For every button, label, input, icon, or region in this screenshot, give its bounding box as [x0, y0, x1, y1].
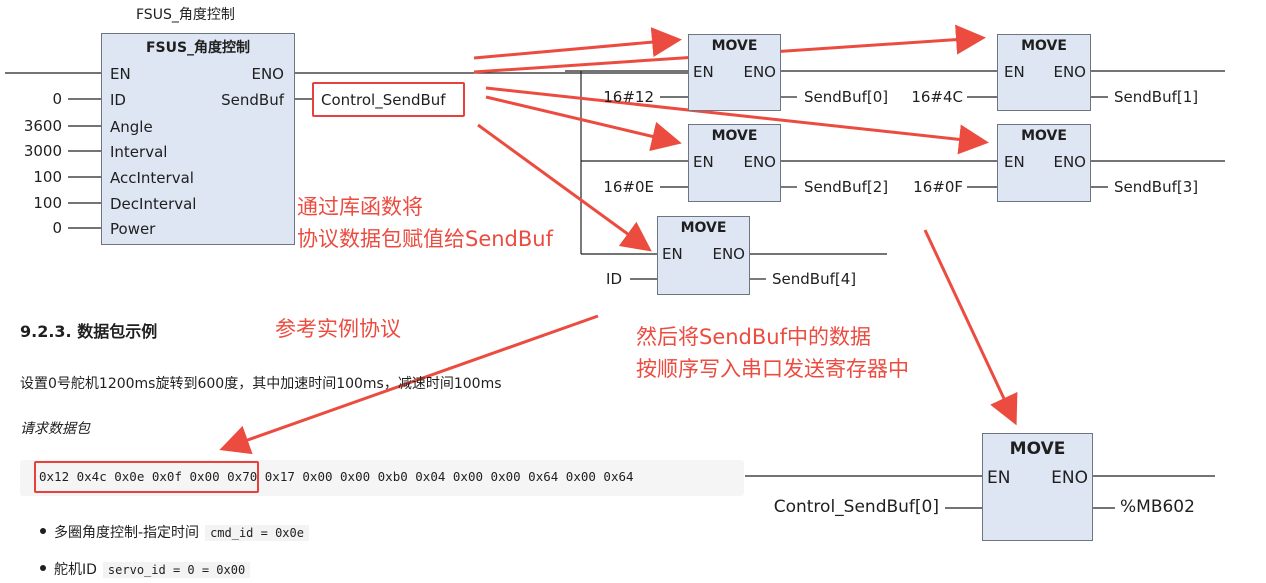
description-paragraph: 设置0号舵机1200ms旋转到600度，其中加速时间100ms，减速时间100m…: [20, 376, 502, 392]
input-value-power[interactable]: 0: [52, 219, 62, 237]
move2-input[interactable]: 16#4C: [911, 88, 963, 106]
note-write-serial-line1: 然后将SendBuf中的数据: [636, 325, 871, 349]
bullet-dot: [40, 565, 46, 571]
pin-angle: Angle: [110, 118, 153, 136]
pin-en: EN: [110, 65, 131, 83]
move-title: MOVE: [711, 128, 758, 144]
move-pin-eno: ENO: [743, 153, 776, 171]
bullet-text: 多圈角度控制-指定时间: [54, 525, 200, 541]
move3-input[interactable]: 16#0E: [603, 178, 654, 196]
move-block-1[interactable]: MOVE EN ENO: [688, 34, 781, 111]
pin-power: Power: [110, 220, 156, 238]
move-pin-eno: ENO: [712, 245, 745, 263]
note-library-assign-line1: 通过库函数将: [297, 195, 423, 219]
list-item: 舵机ID servo_id = 0 = 0x00: [40, 559, 251, 579]
arrow-to-bottom-move: [923, 229, 1018, 426]
input-value-accinterval[interactable]: 100: [33, 168, 62, 186]
block-instance-name: FSUS_角度控制: [136, 7, 235, 23]
move-block-bottom[interactable]: MOVE EN ENO: [982, 433, 1093, 541]
bullet-code: servo_id = 0 = 0x00: [102, 562, 251, 578]
move-title: MOVE: [680, 220, 727, 236]
fsus-angle-control-block[interactable]: FSUS_角度控制 EN ID Angle Interval AccInterv…: [101, 33, 295, 245]
note-reference-protocol: 参考实例协议: [275, 317, 401, 341]
arrow-to-code: [219, 314, 599, 455]
arrow-to-move5: [477, 123, 652, 252]
pin-accinterval: AccInterval: [110, 169, 194, 187]
input-value-decinterval[interactable]: 100: [33, 194, 62, 212]
move-pin-en: EN: [1004, 153, 1025, 171]
move-pin-en: EN: [693, 153, 714, 171]
section-heading: 9.2.3. 数据包示例: [20, 322, 158, 341]
note-library-assign-line2: 协议数据包赋值给SendBuf: [297, 227, 553, 251]
move1-input[interactable]: 16#12: [603, 88, 654, 106]
note-write-serial-line2: 按顺序写入串口发送寄存器中: [636, 357, 909, 381]
bullet-text: 舵机ID: [54, 562, 97, 578]
move-block-3[interactable]: MOVE EN ENO: [688, 124, 781, 202]
bullet-dot: [40, 528, 46, 534]
move-title: MOVE: [1009, 439, 1066, 459]
move-pin-en: EN: [662, 245, 683, 263]
move-pin-en: EN: [1004, 63, 1025, 81]
move-pin-eno: ENO: [743, 63, 776, 81]
move-pin-en: EN: [987, 468, 1011, 488]
request-packet-label: 请求数据包: [20, 421, 90, 437]
packet-highlight: [34, 461, 259, 493]
pin-eno: ENO: [251, 65, 284, 83]
list-item: 多圈角度控制-指定时间 cmd_id = 0x0e: [40, 522, 309, 542]
input-value-interval[interactable]: 3000: [23, 142, 62, 160]
move-pin-eno: ENO: [1053, 63, 1086, 81]
move-pin-en: EN: [693, 63, 714, 81]
sendbuf-highlight: [312, 82, 465, 117]
move-title: MOVE: [1021, 38, 1067, 54]
bullet-code: cmd_id = 0x0e: [205, 525, 309, 541]
move-title: MOVE: [711, 38, 758, 54]
arrow-to-move4: [485, 86, 989, 155]
pin-interval: Interval: [110, 143, 168, 161]
move-block-4[interactable]: MOVE EN ENO: [997, 124, 1091, 202]
arrow-to-move3: [485, 95, 682, 152]
pin-sendbuf: SendBuf: [221, 91, 284, 109]
move-pin-eno: ENO: [1051, 468, 1088, 488]
move5-input[interactable]: ID: [606, 270, 622, 288]
block-title: FSUS_角度控制: [145, 40, 251, 56]
move2-output[interactable]: SendBuf[1]: [1114, 88, 1199, 106]
packet-code-block: 0x12 0x4c 0x0e 0x0f 0x00 0x70 0x17 0x00 …: [20, 460, 744, 496]
move5-output[interactable]: SendBuf[4]: [772, 270, 857, 288]
move1-output[interactable]: SendBuf[0]: [804, 88, 889, 106]
move-block-5[interactable]: MOVE EN ENO: [657, 216, 750, 295]
move4-input[interactable]: 16#0F: [913, 178, 963, 196]
pin-id: ID: [110, 91, 126, 109]
pin-decinterval: DecInterval: [110, 195, 197, 213]
bottom-move-output[interactable]: %MB602: [1120, 497, 1195, 517]
move-block-2[interactable]: MOVE EN ENO: [997, 34, 1091, 111]
move4-output[interactable]: SendBuf[3]: [1114, 178, 1199, 196]
bottom-move-input[interactable]: Control_SendBuf[0]: [773, 497, 939, 517]
input-value-id[interactable]: 0: [52, 90, 62, 108]
move-title: MOVE: [1021, 128, 1067, 144]
packet-bytes: 0x12 0x4c 0x0e 0x0f 0x00 0x70 0x17 0x00 …: [39, 469, 634, 484]
arrow-to-move1: [473, 27, 682, 60]
sendbuf-target[interactable]: Control_SendBuf: [321, 91, 446, 109]
move3-output[interactable]: SendBuf[2]: [804, 178, 889, 196]
move-pin-eno: ENO: [1053, 153, 1086, 171]
input-value-angle[interactable]: 3600: [23, 117, 62, 135]
